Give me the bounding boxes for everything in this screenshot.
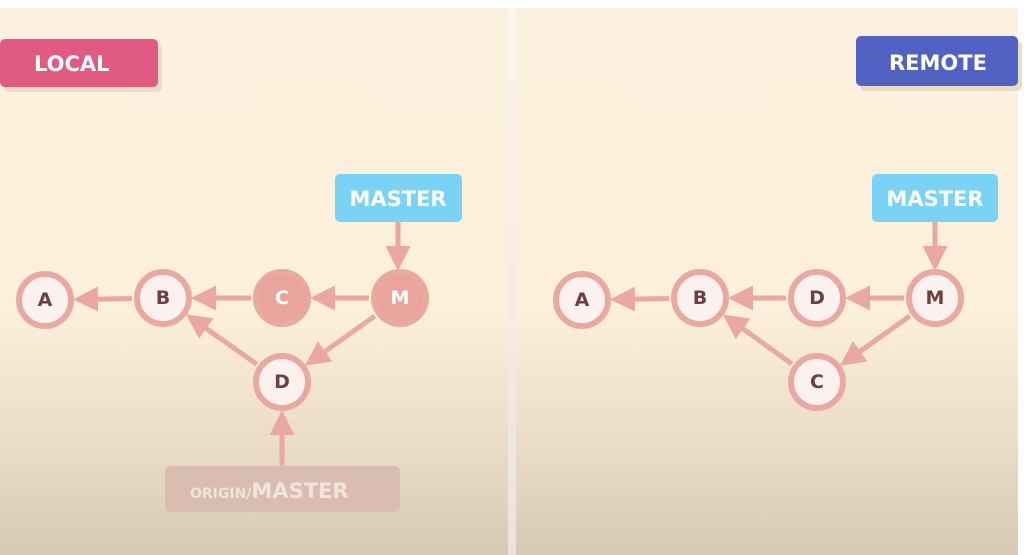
remote-title: REMOTE [889,51,987,75]
origin-prefix: ORIGIN/ [190,486,252,502]
commit-label: D [809,287,825,309]
remote-commit-A: A [553,271,611,329]
remote-badge: REMOTE [856,36,1022,91]
commit-label: C [810,371,824,393]
commit-label: A [575,289,590,311]
local-commit-M: M [371,269,429,327]
local-edge-B-A [72,286,133,312]
remote-commit-M: M [906,269,964,327]
svg-text:ORIGIN/MASTER: ORIGIN/MASTER [190,479,349,503]
local-master-label: MASTER [335,174,462,222]
commit-label: B [693,287,707,309]
local-title: LOCAL [34,52,110,76]
local-commit-C: C [253,269,311,327]
origin-master-label: ORIGIN/MASTER [165,466,400,512]
commit-label: A [38,289,53,311]
local-commit-D: D [253,353,311,411]
origin-branch: MASTER [251,479,348,503]
local-commit-A: A [16,271,74,329]
local-edge-D-B [185,314,259,367]
commit-label: B [156,287,170,309]
local-commit-B: B [134,269,192,327]
remote-edge-B-A [609,286,670,312]
remote-commit-B: B [671,269,729,327]
local-badge: LOCAL [0,39,162,92]
remote-master-text: MASTER [886,187,983,211]
commit-label: D [274,371,290,393]
local-edge-M-D [304,313,377,366]
panel-divider [508,8,516,555]
remote-master-label: MASTER [872,174,998,222]
remote-edge-C-B [722,314,794,366]
remote-edge-M-C [839,313,912,366]
commit-label: M [926,287,945,309]
local-master-text: MASTER [349,187,446,211]
commit-label: M [391,287,410,309]
commit-label: C [275,287,289,309]
remote-commit-D: D [788,269,846,327]
remote-commit-C: C [788,353,846,411]
